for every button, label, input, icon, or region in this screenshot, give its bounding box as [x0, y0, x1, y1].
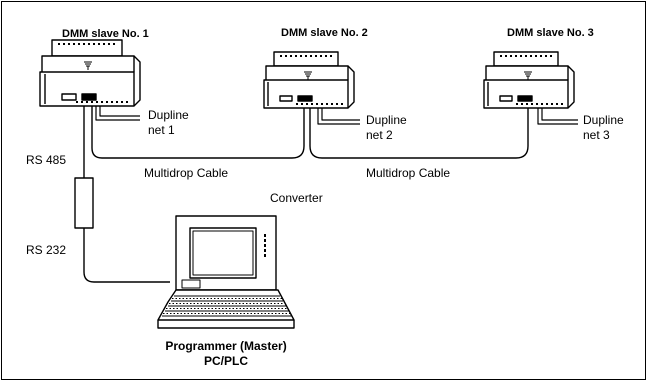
multidrop-cable-label-left: Multidrop Cable	[144, 166, 229, 180]
converter-label: Converter	[270, 191, 323, 205]
multidrop-cables	[91, 106, 529, 159]
net-3-label-line2: net 3	[583, 128, 610, 142]
slave-1-title: DMM slave No. 1	[62, 28, 149, 40]
net-1-label-line2: net 1	[148, 123, 175, 137]
laptop	[157, 215, 295, 329]
net-2-label-line1: Dupline	[366, 113, 407, 127]
serial-link	[74, 106, 170, 283]
slave-2-title: DMM slave No. 2	[281, 27, 368, 39]
dmm-module-3	[483, 51, 575, 109]
converter-box	[74, 177, 94, 229]
net-3-label-line1: Dupline	[583, 113, 624, 127]
rs232-label: RS 232	[26, 243, 67, 257]
dupline-leads	[95, 106, 578, 125]
master-label-line2: PC/PLC	[203, 354, 248, 368]
slave-3-title: DMM slave No. 3	[507, 27, 594, 39]
master-label-line1: Programmer (Master)	[165, 339, 287, 353]
dmm-module-1	[39, 39, 141, 107]
dmm-module-2	[263, 51, 355, 109]
net-1-label-line1: Dupline	[148, 108, 189, 122]
multidrop-cable-label-right: Multidrop Cable	[366, 166, 451, 180]
net-2-label-line2: net 2	[366, 128, 393, 142]
rs485-label: RS 485	[26, 153, 67, 167]
